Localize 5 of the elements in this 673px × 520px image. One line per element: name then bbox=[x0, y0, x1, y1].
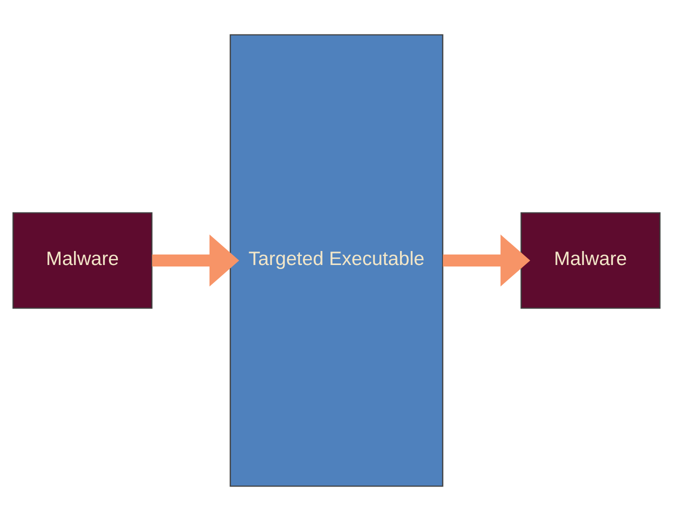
node-box: Malware bbox=[520, 212, 661, 308]
arrow bbox=[152, 234, 240, 286]
node-box: Malware bbox=[12, 212, 152, 308]
node-box: Targeted Executable bbox=[230, 34, 444, 486]
arrow bbox=[442, 234, 530, 286]
